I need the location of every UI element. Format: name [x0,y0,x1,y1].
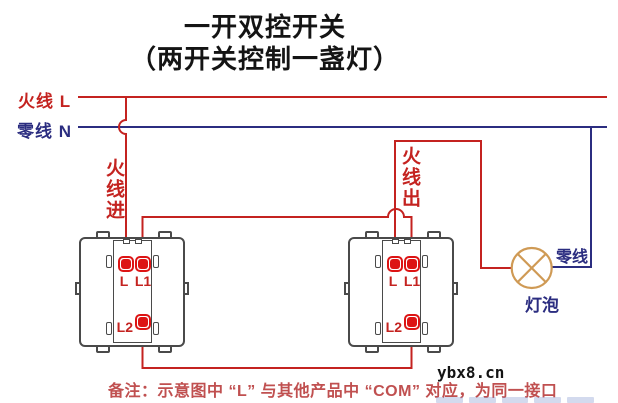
terminal-l [387,256,403,272]
live-out-label: 火线出 [399,146,420,209]
terminal-l-label: L [388,273,398,289]
terminal-l1-label: L1 [403,273,421,289]
screw-slot [105,321,112,335]
terminal-l2 [134,314,151,330]
screw-slot [422,321,428,335]
diagram-title: 一开双控开关 （两开关控制一盏灯） [0,11,530,75]
screw-slot [153,254,159,268]
terminal-dot [406,259,417,269]
traveler-bottom-wire [141,327,413,369]
terminal-l2 [403,314,420,330]
neutral-drop-wire [551,127,592,268]
terminal-l [118,256,134,272]
title-line-2: （两开关控制一盏灯） [129,44,400,74]
live-in-label: 火线进 [103,158,124,221]
module-notch [404,239,411,244]
footnote: 备注：示意图中 “L” 与其他产品中 “COM” 对应，为同一接口 [108,383,558,400]
cropped-watermark-artifact [436,397,594,403]
live-in-wire [118,97,127,257]
terminal-l1 [403,256,420,272]
module-notch [123,239,130,244]
lamp-label: 灯泡 [525,296,559,315]
title-line-1: 一开双控开关 [183,12,346,42]
side-notch [75,282,81,295]
terminal-dot [137,259,148,269]
module-notch [135,239,142,244]
terminal-dot [121,259,131,269]
terminal-l1-label: L1 [134,273,152,289]
terminal-dot [390,259,400,269]
screw-slot [105,254,112,268]
module-notch [392,239,399,244]
terminal-l2-label: L2 [385,319,402,335]
terminal-dot [137,317,148,327]
terminal-l-label: L [119,273,129,289]
screw-slot [422,254,428,268]
live-bus-label: 火线 L [18,92,72,111]
lamp-icon [510,246,553,290]
lamp-cross-icon [516,253,547,283]
live-out-wire [394,140,512,269]
switch-left: L L1 L2 [75,231,189,353]
side-notch [344,282,350,295]
screw-slot [374,321,381,335]
switch-right: L L1 L2 [344,231,458,353]
terminal-l2-label: L2 [116,319,133,335]
side-notch [183,282,189,295]
site-watermark: ybx8.cn [437,363,505,382]
terminal-l1 [134,256,151,272]
neutral-wire-tag: 零线 [556,249,589,266]
side-notch [452,282,458,295]
neutral-bus-label: 零线 N [17,122,72,141]
screw-slot [374,254,381,268]
screw-slot [153,321,159,335]
terminal-dot [406,317,417,327]
